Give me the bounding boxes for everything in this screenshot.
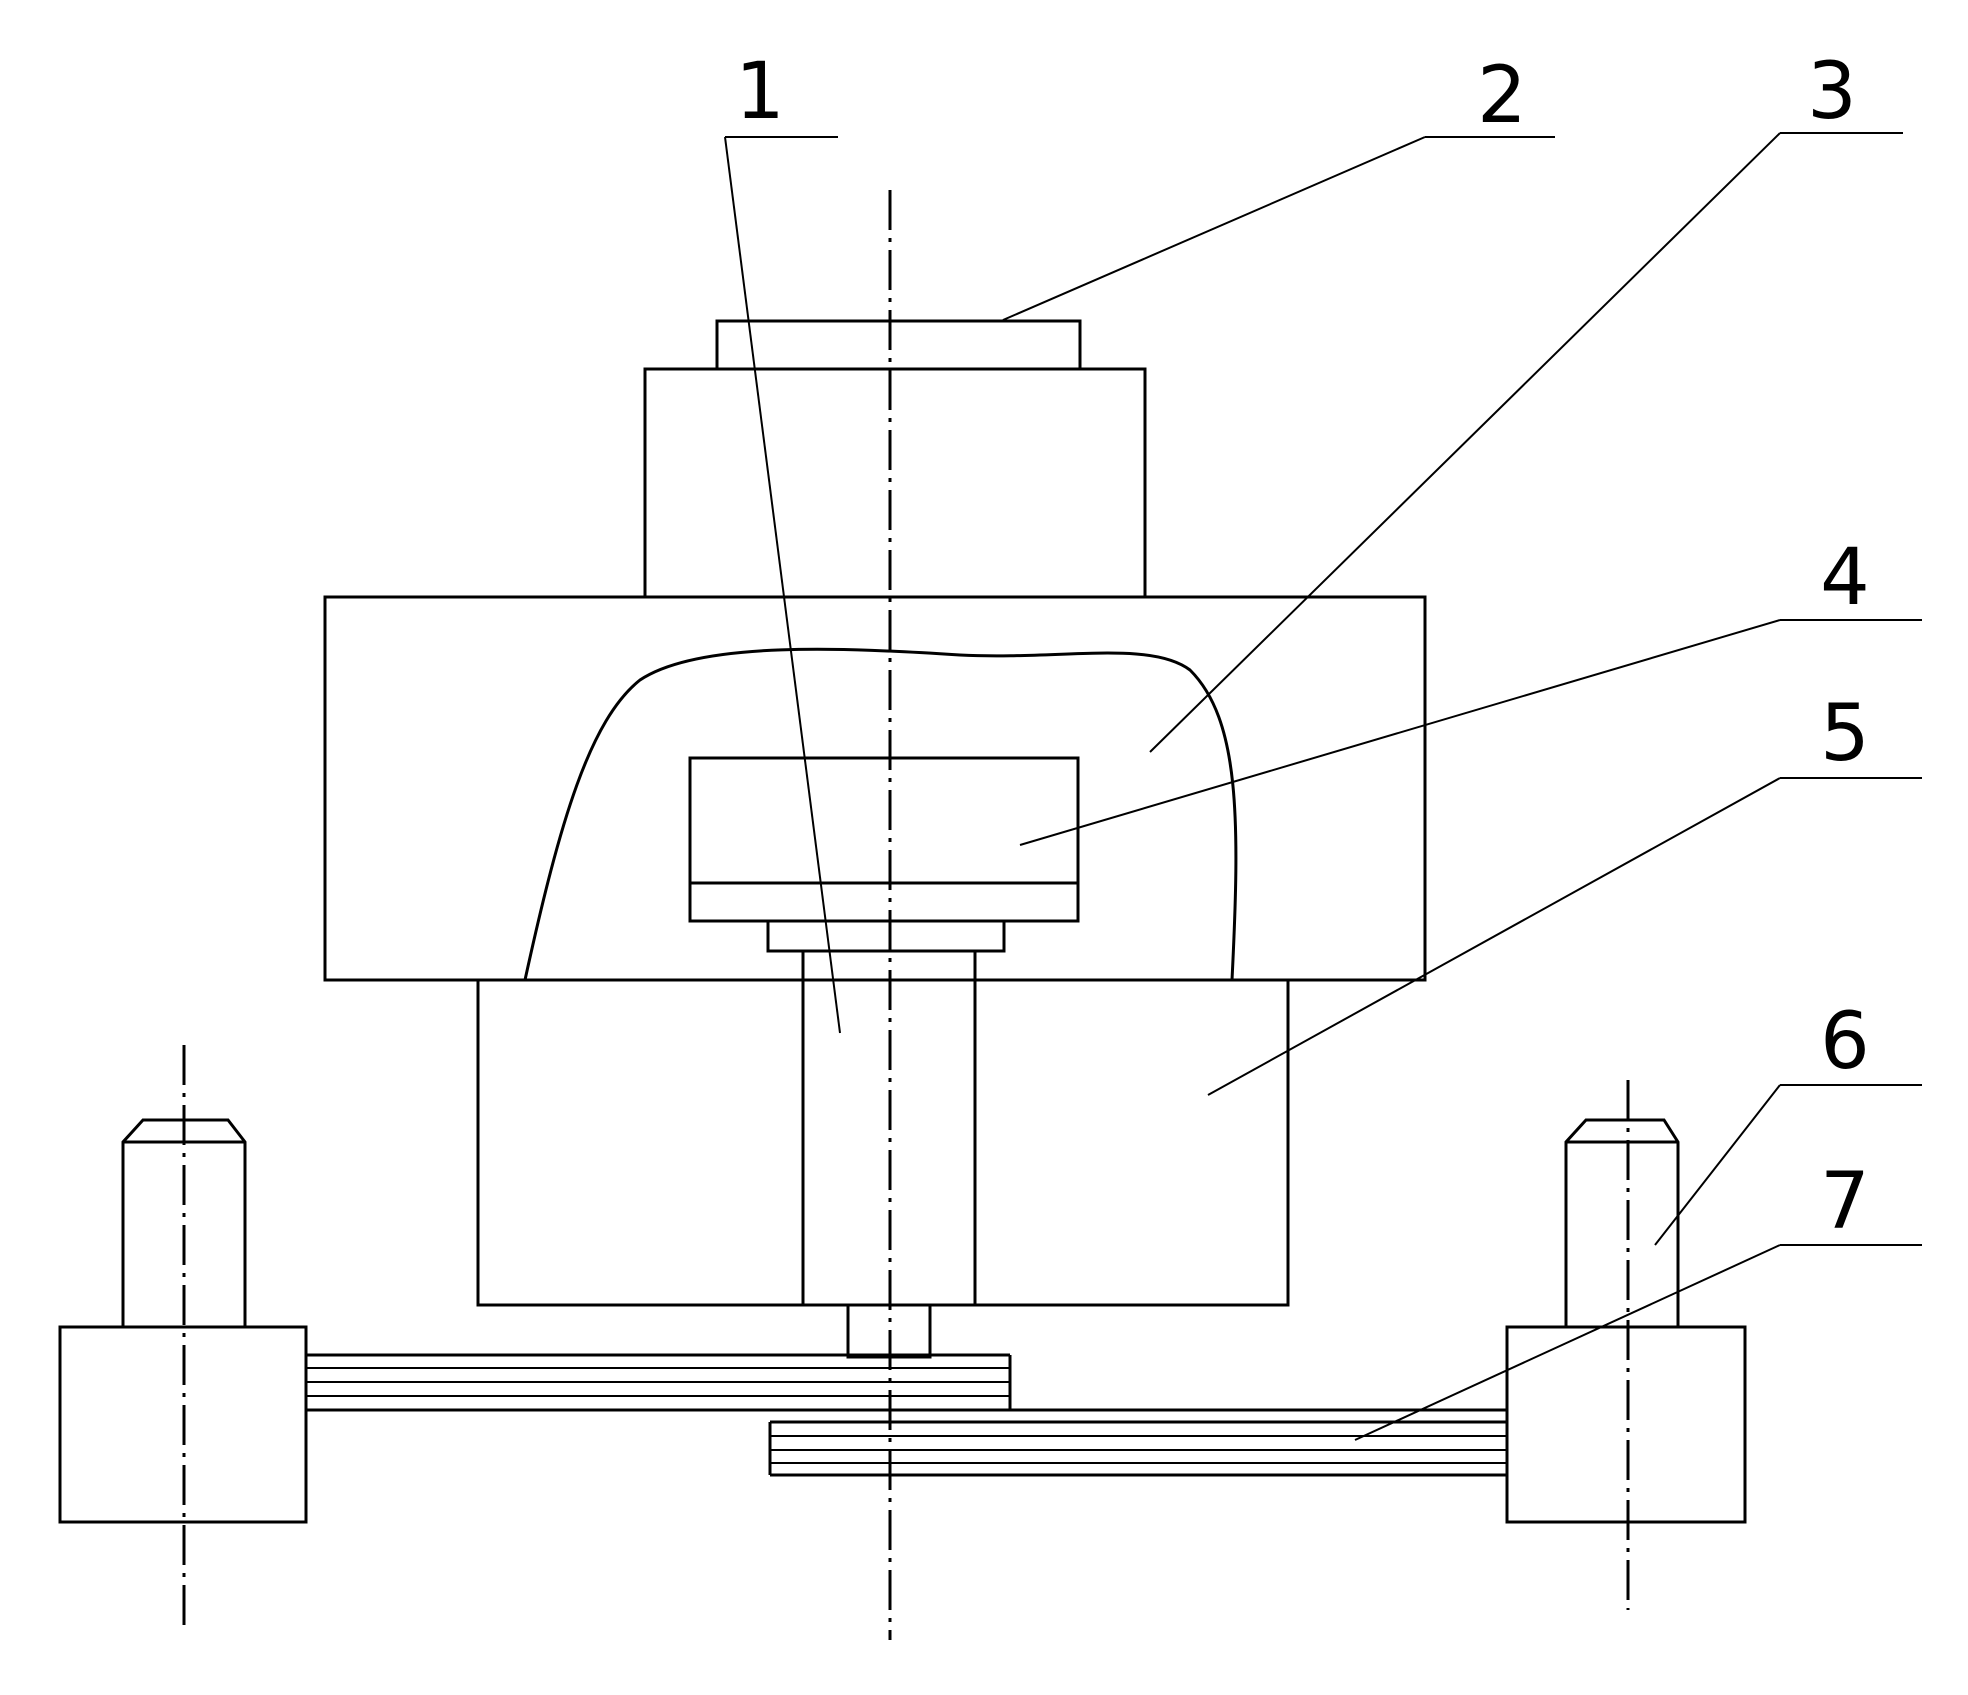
leader-2 [1002, 136, 1555, 321]
lower-body [476, 978, 1290, 1307]
leader-5 [1207, 777, 1922, 1096]
left-block [58, 1325, 308, 1524]
section-break-line [523, 647, 1238, 981]
shaft-end [846, 1303, 932, 1359]
left-post [121, 1118, 247, 1327]
callout-6: 6 [1820, 997, 1870, 1087]
callout-2: 2 [1477, 51, 1527, 141]
callout-4: 4 [1820, 533, 1870, 623]
callout-3: 3 [1807, 47, 1857, 137]
main-housing [323, 595, 1427, 982]
callout-1: 1 [735, 47, 785, 137]
inner-disc [688, 756, 1080, 885]
leader-6 [1654, 1084, 1922, 1246]
inner-disc-base [688, 881, 1080, 923]
disc-hub [766, 919, 1006, 953]
left-laminated-arm [306, 1353, 1012, 1412]
right-laminated-arm [768, 1408, 1507, 1477]
leader-1 [724, 136, 841, 1034]
upper-block [643, 367, 1147, 599]
leader-3 [1149, 132, 1903, 753]
top-cap [715, 319, 1082, 371]
callout-7: 7 [1820, 1157, 1870, 1247]
callout-5: 5 [1820, 689, 1870, 779]
right-post [1564, 1118, 1680, 1327]
right-block [1505, 1325, 1747, 1524]
shaft [801, 978, 977, 1307]
leader-7 [1354, 1244, 1922, 1441]
leader-4 [1019, 619, 1922, 846]
